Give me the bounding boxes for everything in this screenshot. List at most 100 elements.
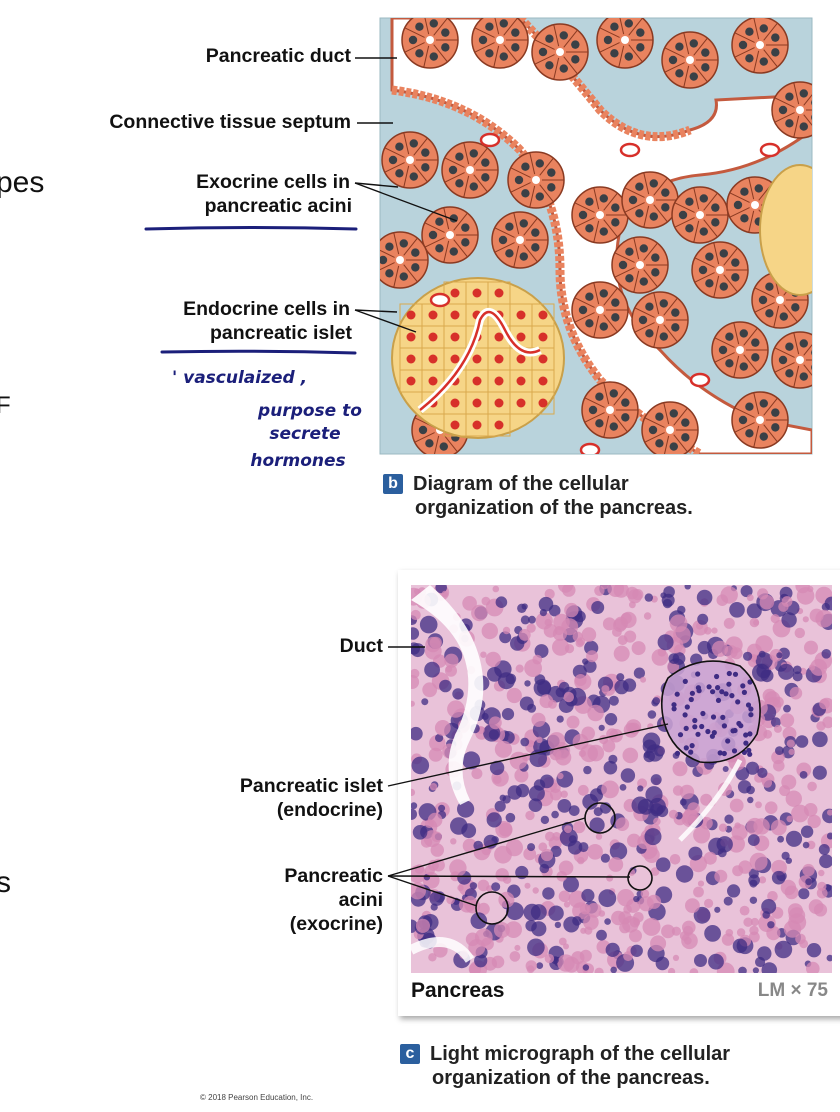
micrograph-cell bbox=[486, 885, 493, 892]
micrograph-islet-nucleus bbox=[695, 731, 701, 737]
micrograph-cell bbox=[525, 810, 535, 821]
blood-vessel bbox=[689, 372, 711, 388]
acinus-nucleus bbox=[651, 268, 660, 277]
micrograph-islet-nucleus bbox=[725, 738, 731, 744]
micrograph-cell bbox=[528, 798, 543, 812]
micrograph-cell bbox=[668, 653, 680, 664]
micrograph-cell bbox=[462, 596, 477, 611]
acinus-cell-border bbox=[444, 157, 465, 168]
micrograph-cell bbox=[643, 612, 652, 620]
acinus-nucleus bbox=[689, 72, 698, 81]
cropped-slide-text-2: F bbox=[0, 392, 11, 419]
micrograph-cell bbox=[755, 801, 762, 809]
acinus-cell-border bbox=[619, 18, 625, 35]
acinus bbox=[596, 18, 654, 69]
acinus-nucleus bbox=[425, 439, 434, 448]
micrograph-cell bbox=[711, 640, 729, 657]
micrograph-cell bbox=[763, 729, 773, 739]
micrograph-cell bbox=[463, 895, 477, 910]
micrograph-cell bbox=[602, 739, 616, 753]
micrograph-islet-nucleus bbox=[695, 671, 701, 677]
acinus-nucleus bbox=[618, 260, 628, 270]
acinus-cell-border bbox=[693, 64, 708, 83]
micrograph-cell bbox=[587, 744, 605, 762]
acinus-cell-border bbox=[393, 265, 400, 288]
acinus-nucleus bbox=[621, 398, 630, 407]
acinus-cell-border bbox=[404, 42, 425, 53]
acinus-nucleus bbox=[585, 292, 594, 301]
micrograph-cell bbox=[608, 857, 624, 872]
acinus-lumen bbox=[776, 296, 784, 304]
acinus-nucleus bbox=[699, 227, 708, 236]
micrograph-cell bbox=[545, 831, 555, 842]
acinus-lumen bbox=[516, 236, 524, 244]
micrograph-cell bbox=[528, 615, 536, 624]
acinus-nucleus bbox=[681, 418, 690, 427]
acinus-nucleus bbox=[669, 409, 678, 418]
acinus bbox=[571, 186, 629, 244]
micrograph-cell bbox=[688, 846, 703, 861]
micrograph-cell bbox=[524, 659, 542, 677]
acinus-nucleus bbox=[685, 224, 694, 233]
acinus bbox=[671, 186, 729, 244]
acinus-lumen bbox=[446, 231, 454, 239]
leader-lines-c bbox=[387, 646, 669, 907]
acinus-cell-border bbox=[473, 147, 488, 166]
label-pancreatic-islet-1: Pancreatic islet bbox=[239, 775, 383, 797]
micrograph-cell bbox=[752, 967, 759, 973]
micrograph-islet-nucleus bbox=[710, 689, 716, 695]
acinus-cell-border bbox=[603, 219, 618, 238]
micrograph-cell bbox=[608, 754, 618, 764]
micrograph-cell bbox=[602, 617, 616, 631]
micrograph-cell bbox=[581, 627, 597, 642]
acinus-nucleus bbox=[661, 203, 670, 212]
acinus-nucleus bbox=[599, 194, 608, 203]
acinus-nucleus bbox=[685, 197, 694, 206]
acinus-cell-border bbox=[553, 24, 560, 47]
islet-cell bbox=[487, 413, 511, 437]
micrograph-cell bbox=[627, 833, 641, 848]
acinus-lumen bbox=[736, 346, 744, 354]
acinus-cell-border bbox=[493, 45, 500, 68]
micrograph-cell bbox=[489, 760, 505, 776]
micrograph-cell bbox=[818, 844, 830, 855]
acinus-nucleus bbox=[811, 100, 812, 106]
micrograph-cell bbox=[631, 796, 649, 814]
micrograph-cell bbox=[429, 636, 442, 649]
acinus-nucleus bbox=[461, 238, 470, 247]
micrograph-cell bbox=[564, 602, 579, 618]
micrograph-cell bbox=[615, 817, 630, 831]
micrograph-cell bbox=[411, 627, 420, 640]
micrograph-cell bbox=[538, 842, 548, 852]
micrograph-cell bbox=[542, 887, 555, 900]
micrograph-cell bbox=[450, 838, 457, 845]
acinus-cell-border bbox=[618, 45, 625, 68]
acinus-nucleus bbox=[610, 49, 619, 58]
acinus-cell-border bbox=[534, 54, 555, 65]
micrograph-cell bbox=[773, 724, 782, 733]
micrograph-cell bbox=[749, 925, 759, 936]
micrograph-cell bbox=[583, 659, 597, 673]
micrograph-cell bbox=[494, 740, 512, 758]
micrograph-islet-nucleus bbox=[723, 691, 729, 697]
acinus-nucleus bbox=[811, 350, 812, 356]
acinus bbox=[621, 171, 679, 229]
acinus-nucleus bbox=[511, 28, 520, 37]
acinus-nucleus bbox=[668, 55, 678, 65]
acinus-lumen bbox=[756, 416, 764, 424]
ink-underline-endocrine bbox=[160, 349, 357, 355]
micrograph-cell bbox=[495, 868, 509, 882]
leader-acini-a bbox=[387, 817, 586, 877]
acinus-cell-border bbox=[774, 362, 795, 373]
acinus-cell-border bbox=[694, 272, 715, 283]
micrograph-cell bbox=[550, 845, 562, 858]
acinus-nucleus bbox=[778, 355, 788, 365]
micrograph-cell bbox=[779, 785, 791, 797]
acinus-cell-border bbox=[494, 242, 515, 253]
acinus-nucleus bbox=[535, 192, 544, 201]
micrograph-cell bbox=[514, 768, 529, 783]
micrograph-cell bbox=[533, 779, 546, 791]
acinus-lumen bbox=[696, 211, 704, 219]
micrograph-cell bbox=[447, 700, 465, 718]
micrograph-islet-nucleus bbox=[748, 706, 754, 712]
